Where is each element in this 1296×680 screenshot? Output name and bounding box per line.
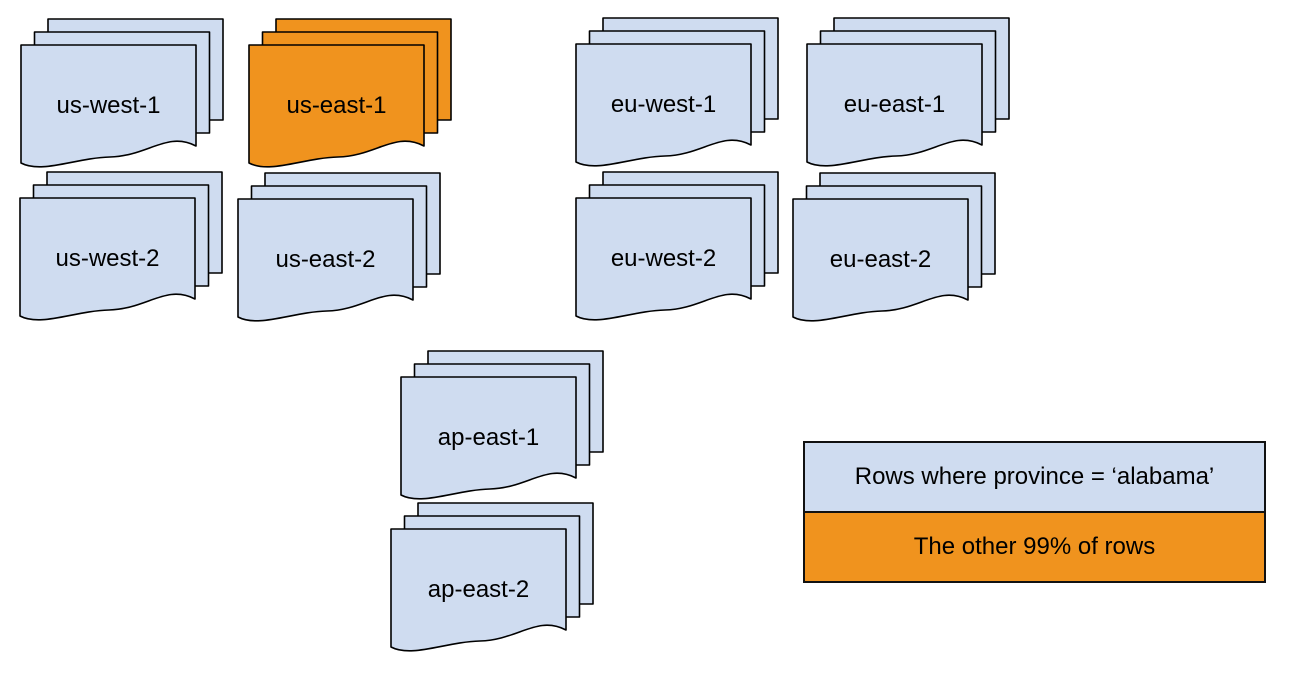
region-label: us-west-2 — [55, 244, 160, 272]
stacked-documents-icon — [237, 172, 441, 322]
document-stack-eu-east-2: eu-east-2 — [792, 172, 996, 324]
stacked-documents-icon — [400, 350, 604, 500]
stacked-documents-icon — [248, 18, 452, 168]
legend-item-label: The other 99% of rows — [913, 533, 1156, 560]
region-label: eu-west-1 — [610, 90, 717, 118]
stacked-documents-icon — [19, 171, 223, 321]
document-stack-us-west-1: us-west-1 — [20, 18, 224, 170]
document-stack-eu-west-2: eu-west-2 — [575, 171, 779, 323]
document-stack-us-east-2: us-east-2 — [237, 172, 441, 324]
region-label: us-east-1 — [286, 91, 387, 119]
document-stack-ap-east-2: ap-east-2 — [390, 502, 594, 654]
legend-item-other-rows: The other 99% of rows — [805, 513, 1264, 581]
stacked-documents-icon — [575, 17, 779, 167]
region-label: ap-east-2 — [427, 575, 530, 603]
document-stack-us-east-1: us-east-1 — [248, 18, 452, 170]
region-label: us-east-2 — [275, 245, 376, 273]
document-stack-eu-east-1: eu-east-1 — [806, 17, 1010, 169]
region-label: ap-east-1 — [437, 423, 540, 451]
stacked-documents-icon — [20, 18, 224, 168]
stacked-documents-icon — [575, 171, 779, 321]
region-label: us-west-1 — [56, 91, 161, 119]
region-label: eu-east-2 — [829, 245, 932, 273]
legend-item-label: Rows where province = ‘alabama’ — [854, 463, 1215, 490]
stacked-documents-icon — [390, 502, 594, 652]
region-label: eu-west-2 — [610, 244, 717, 272]
document-stack-us-west-2: us-west-2 — [19, 171, 223, 323]
legend-item-alabama-rows: Rows where province = ‘alabama’ — [805, 443, 1264, 513]
document-stack-ap-east-1: ap-east-1 — [400, 350, 604, 502]
document-stack-eu-west-1: eu-west-1 — [575, 17, 779, 169]
stacked-documents-icon — [806, 17, 1010, 167]
stacked-documents-icon — [792, 172, 996, 322]
partition-legend: Rows where province = ‘alabama’ The othe… — [803, 441, 1266, 583]
region-label: eu-east-1 — [843, 90, 946, 118]
